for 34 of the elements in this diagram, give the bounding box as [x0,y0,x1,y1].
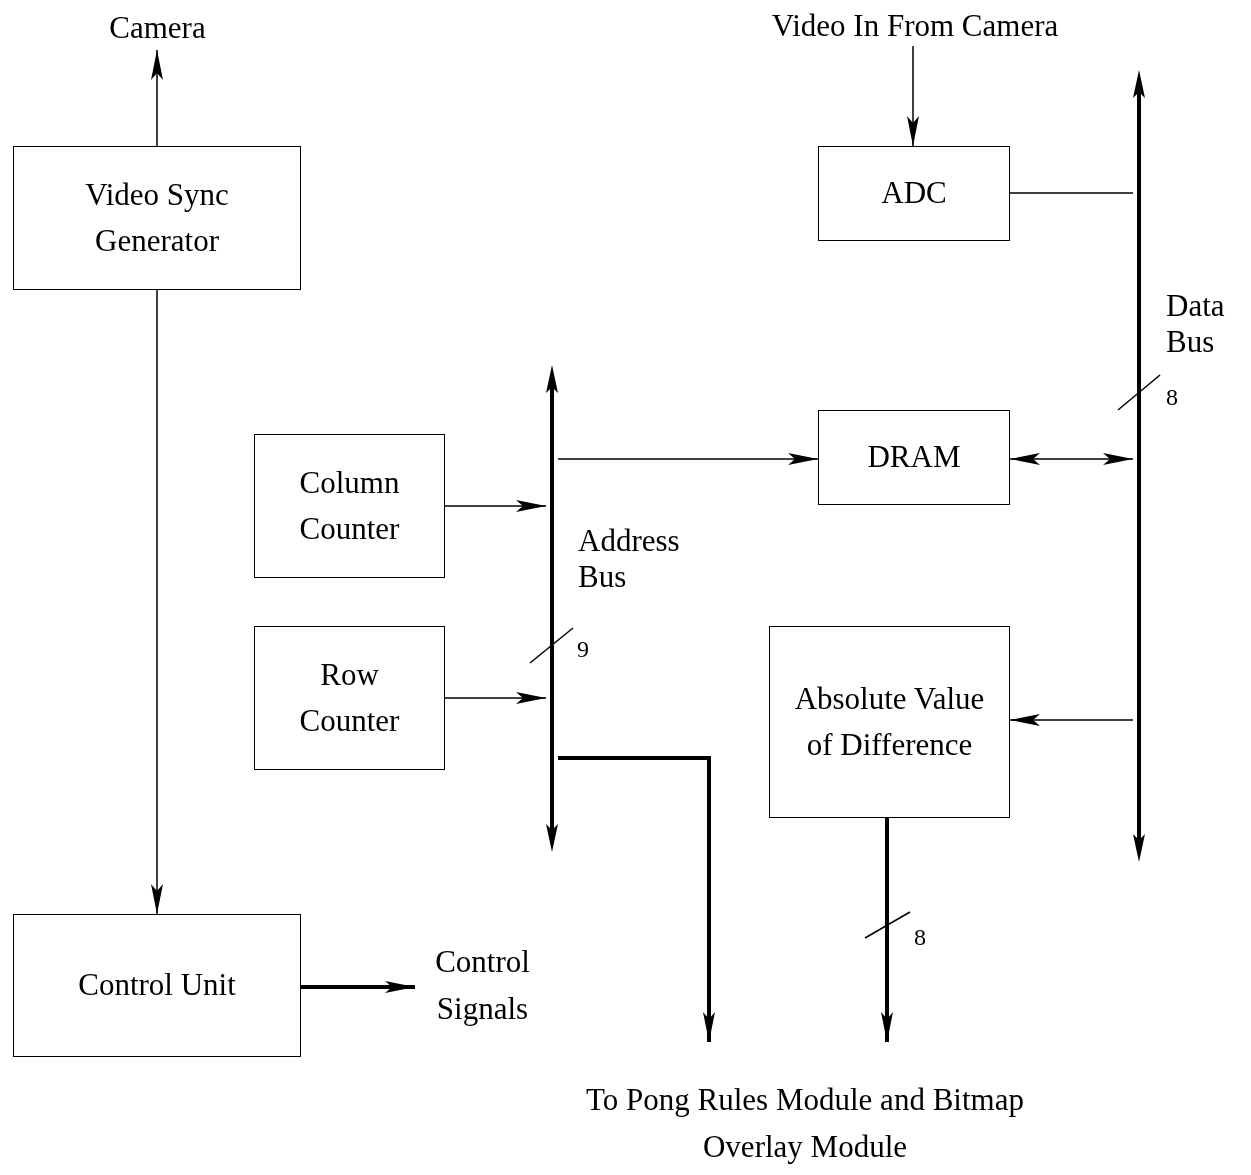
bus-width-label: 9 [577,636,590,664]
arrow [557,453,819,465]
bus-arrow [558,756,715,1042]
bus-arrow [881,818,893,1042]
block-label: DRAM [867,438,961,477]
bus-width-label: 8 [1166,384,1179,412]
bus-width-label: 8 [914,924,927,952]
block-box [818,146,1010,241]
signal-label: Camera [109,8,206,47]
signal-label: To Pong Rules Module and Bitmap Overlay Module [585,1081,1025,1166]
block-box [254,434,445,578]
block-label: Video Sync Generator [84,175,230,260]
block-box [13,914,301,1057]
signal-label: Control Signals [434,943,531,1028]
block-label: Absolute Value of Difference [793,679,986,764]
arrow [151,289,163,915]
arrow [907,45,919,147]
block-label: Row Counter [298,655,401,740]
block-box [254,626,445,770]
bus-label: Address Bus [578,523,681,595]
arrow [444,692,547,704]
bus-arrow [301,981,415,993]
signal-label: Video In From Camera [771,6,1059,45]
block-box [818,410,1010,505]
arrow [151,49,163,147]
block-box [13,146,301,290]
arrow [1009,453,1134,465]
block-box [769,626,1010,818]
arrow [444,500,547,512]
block-label: Column Counter [298,463,401,548]
bus-label: Data Bus [1166,288,1226,360]
block-label: ADC [881,174,947,213]
block-label: Control Unit [78,966,236,1005]
arrow [1009,714,1134,726]
